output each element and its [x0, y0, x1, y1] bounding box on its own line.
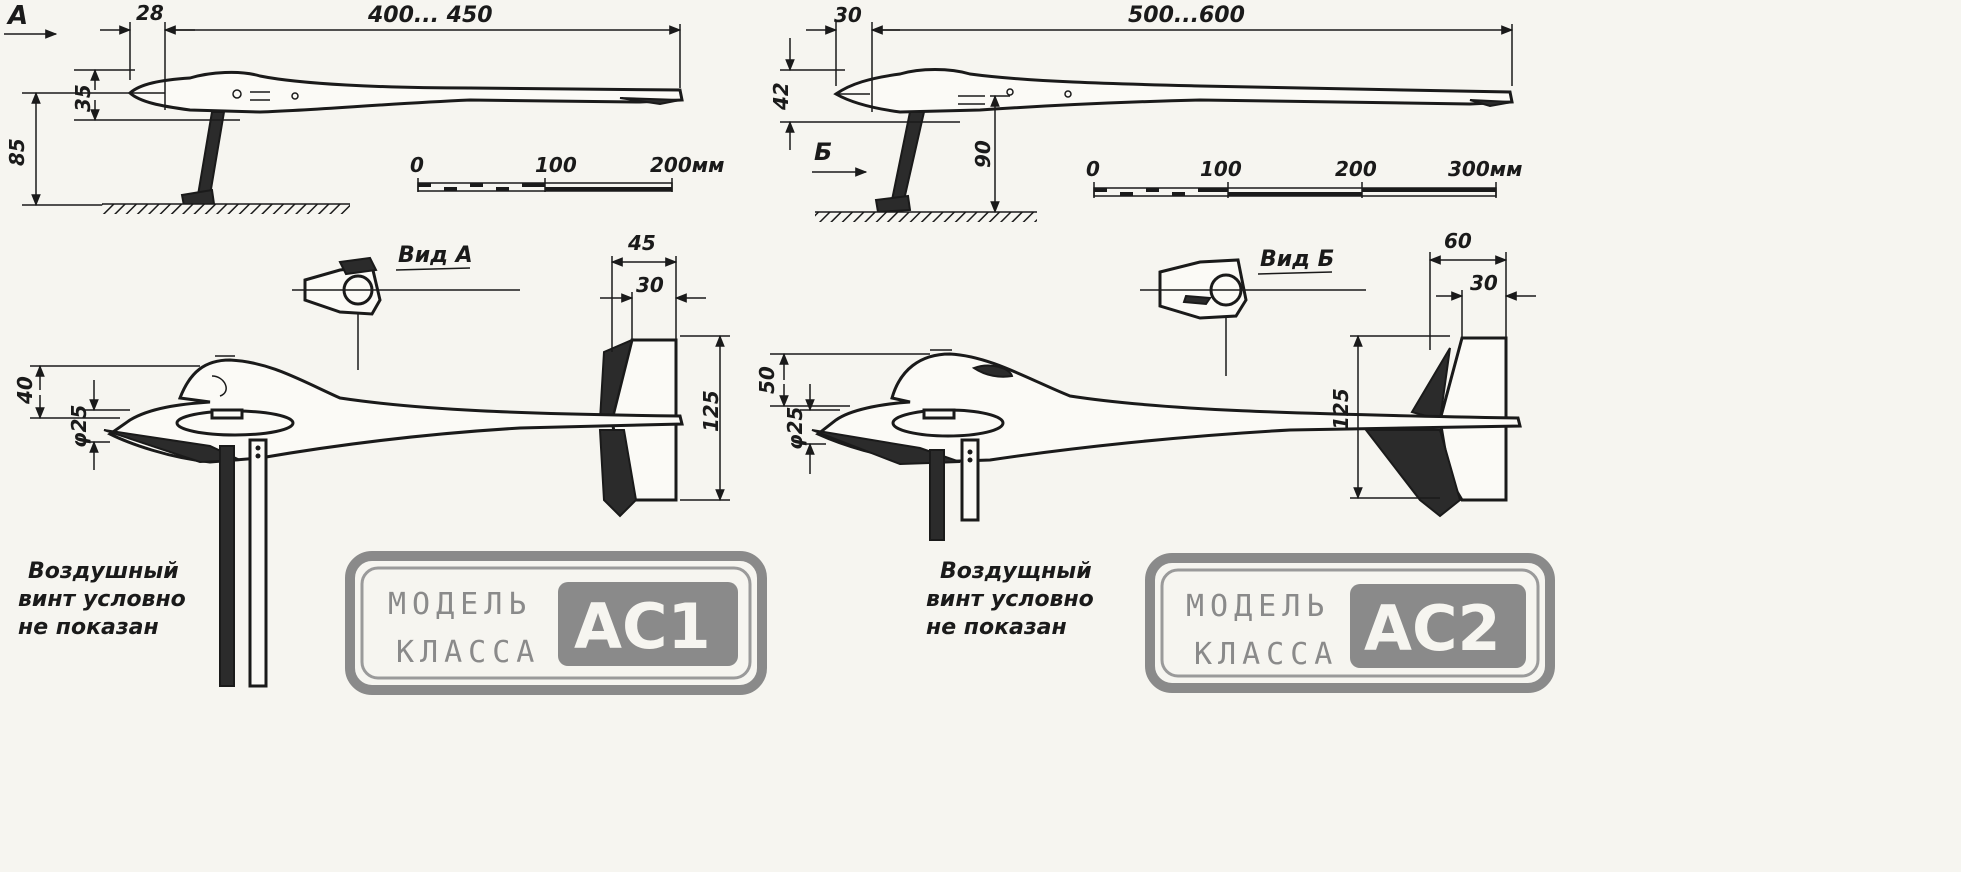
model-1-tail-height-label: 125 — [699, 390, 723, 432]
model-1-scale-tick-0: 0 — [410, 153, 424, 177]
model-1-stamp-line-2: КЛАССА — [396, 635, 540, 670]
model-2-stamp-line-1: МОДЕЛЬ — [1186, 589, 1330, 624]
model-2-scale-tick-0: 0 — [1086, 157, 1100, 181]
model-1-nose-diameter-label: φ25 — [67, 405, 91, 448]
model-1-view-caption: Вид А — [398, 243, 473, 268]
model-1-gear-strut-rear — [248, 438, 268, 688]
model-2-gear-strut-rear — [960, 438, 980, 522]
model-2-stamp-code: АС2 — [1364, 592, 1501, 665]
model-1-note-line-2: винт условно — [18, 587, 186, 612]
model-2-fuselage-height-label: 42 — [769, 82, 793, 111]
model-1-scale-bar: 0 100 200мм — [410, 153, 724, 192]
model-2-tail-offset-label: 30 — [1470, 271, 1498, 295]
model-2-class-stamp: МОДЕЛЬ КЛАССА АС2 — [1145, 553, 1555, 693]
model-2-plan-fuselage — [815, 352, 1522, 464]
view-a-letter: А — [6, 1, 28, 31]
model-2-ground — [815, 212, 1037, 222]
model-1-nose-length-label: 28 — [136, 1, 164, 25]
model-1-tail-offset-label: 30 — [636, 273, 664, 297]
model-2-side-view: 30 500...600 42 90 Б — [769, 3, 1514, 222]
model-2-tail-height-label: 125 — [1329, 388, 1353, 430]
model-1-scale-tick-1: 100 — [535, 153, 577, 177]
model-1-ground — [102, 204, 350, 214]
model-2-gear-height-label: 90 — [971, 140, 995, 168]
view-b-arrow: Б — [812, 138, 868, 177]
model-2-scale-tick-3: 300мм — [1448, 157, 1522, 181]
model-1-stamp-code: АС1 — [574, 590, 711, 663]
model-1-gear-strut-main — [219, 445, 235, 687]
model-2-plan-view: 60 30 125 50 φ25 — [755, 229, 1536, 541]
model-2-note: Воздущный винт условно не показан — [926, 559, 1094, 640]
model-2-canopy-height-label: 50 — [755, 366, 779, 394]
model-2-note-line-2: винт условно — [926, 587, 1094, 612]
model-2-gear-strut-main — [929, 449, 945, 541]
model-2-nose-diameter-label: φ25 — [783, 407, 807, 450]
model-2-fuselage — [833, 68, 1514, 114]
model-1-tail-width-label: 45 — [627, 231, 656, 255]
model-2-landing-gear — [890, 111, 926, 201]
model-2-nose-length-label: 30 — [834, 3, 862, 27]
model-2-note-line-3: не показан — [926, 615, 1067, 640]
model-2-view-b-detail: Вид Б — [1140, 247, 1366, 376]
model-1-landing-gear — [196, 111, 226, 196]
model-2-fuselage-length-label: 500...600 — [1128, 3, 1245, 28]
model-1-canopy-height-label: 40 — [13, 376, 37, 405]
model-2-scale-tick-2: 200 — [1335, 157, 1377, 181]
model-1-stamp-line-1: МОДЕЛЬ — [388, 587, 532, 622]
model-2-view-caption: Вид Б — [1260, 247, 1334, 272]
model-1-view-a-detail: Вид А — [292, 243, 520, 370]
model-1-side-view: А 28 400... 450 35 — [4, 1, 684, 214]
model-1-class-stamp: МОДЕЛЬ КЛАССА АС1 — [345, 551, 767, 695]
model-1-gear-height-label: 85 — [5, 138, 29, 166]
model-1-note: Воздушный винт условно не показан — [18, 559, 186, 640]
model-1-fuselage-height-label: 35 — [71, 84, 95, 112]
model-1-fuselage — [127, 70, 684, 114]
model-2-stamp-line-2: КЛАССА — [1194, 637, 1338, 672]
view-b-letter: Б — [814, 138, 832, 166]
model-1-scale-tick-2: 200мм — [650, 153, 724, 177]
model-1-note-line-1: Воздушный — [28, 559, 179, 584]
model-1-fuselage-length-label: 400... 450 — [367, 3, 493, 28]
model-1-plan-view: 45 30 125 40 φ25 — [13, 231, 730, 688]
model-2-scale-tick-1: 100 — [1200, 157, 1242, 181]
model-2-scale-bar: 0 100 200 300мм — [1086, 157, 1522, 198]
model-1-note-line-3: не показан — [18, 615, 159, 640]
model-2-tail-width-label: 60 — [1444, 229, 1472, 253]
model-2-note-line-1: Воздущный — [940, 559, 1092, 584]
view-a-arrow: А — [4, 1, 58, 39]
